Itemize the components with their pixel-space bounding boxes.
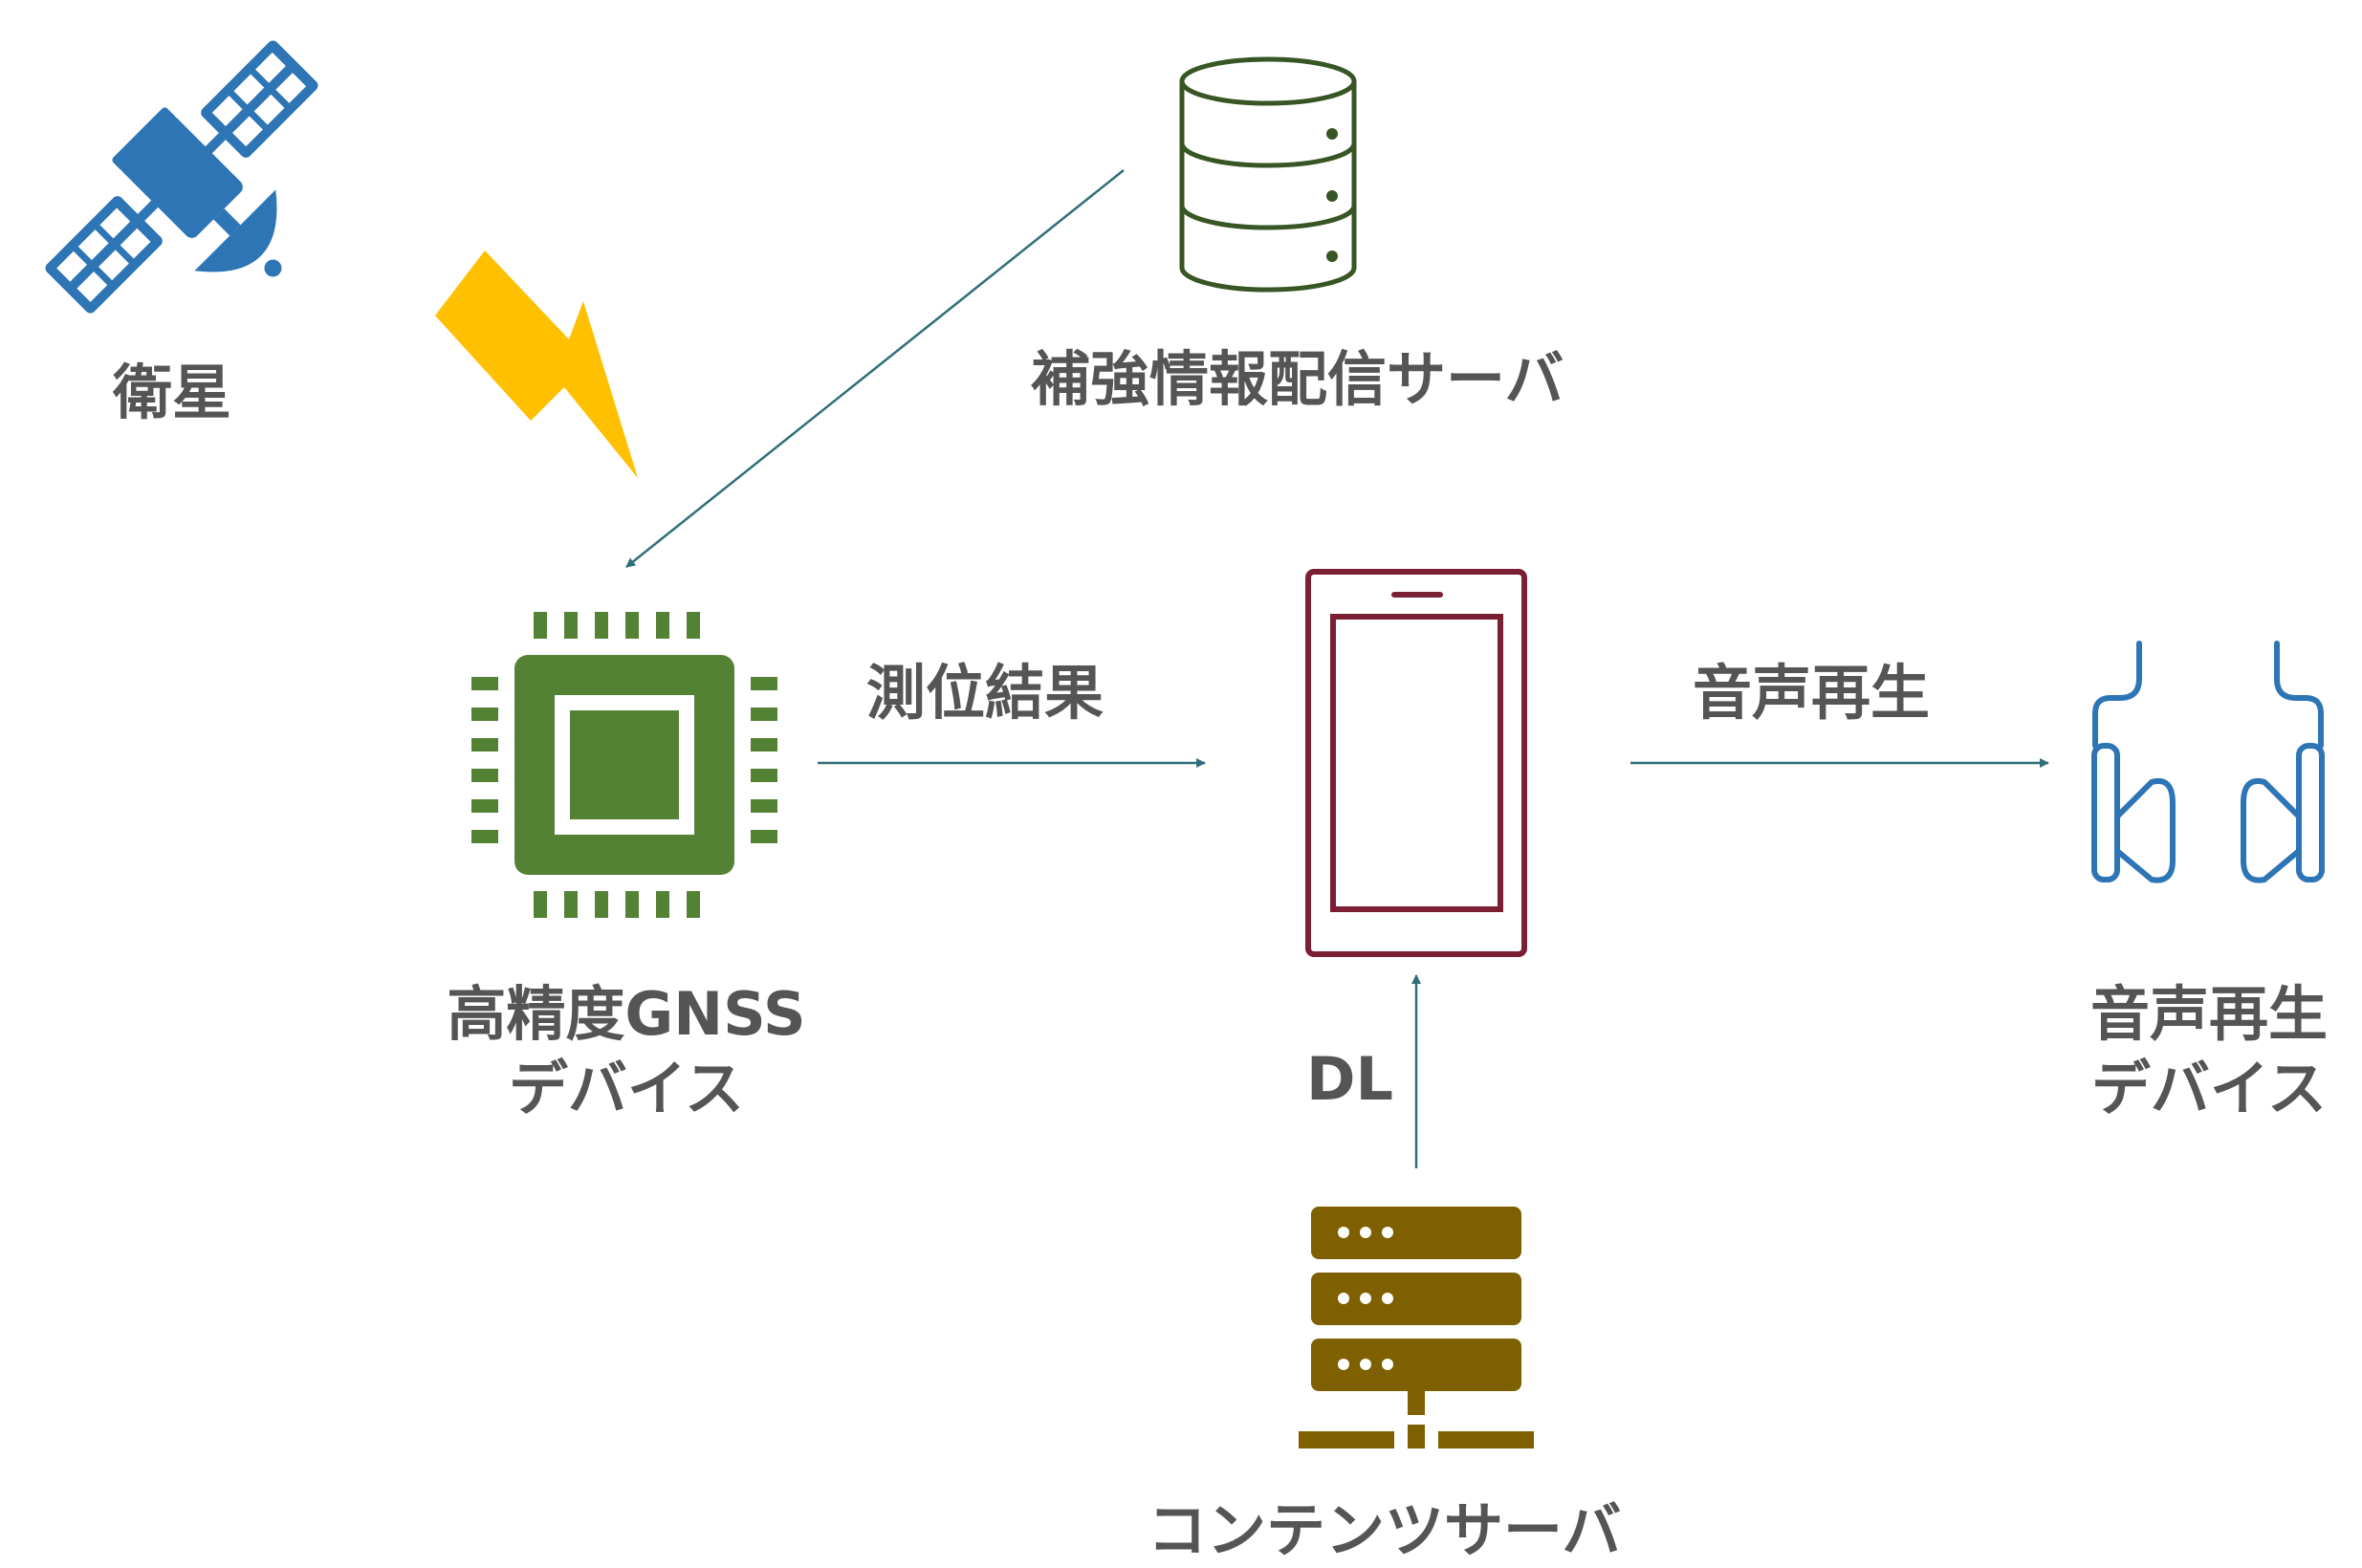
- audio-device-label: 音声再生 デバイス: [2056, 977, 2362, 1125]
- gnss-device-label-line2: デバイス: [508, 1053, 745, 1123]
- satellite-icon: [45, 40, 318, 314]
- smartphone-icon: [1305, 569, 1527, 957]
- server-rack-icon: [1299, 1207, 1534, 1448]
- chip-icon: [471, 612, 777, 918]
- earphones-icon: [2091, 641, 2325, 883]
- audio-device-label-line2: デバイス: [2090, 1053, 2328, 1123]
- satellite-label: 衛星: [113, 358, 232, 427]
- lightning-icon: [435, 250, 638, 478]
- positioning-edge-label: 測位結果: [866, 658, 1104, 728]
- augmentation-server-label: 補強情報配信サーバ: [1031, 344, 1564, 414]
- content-server-label: コンテンツサーバ: [1148, 1495, 1622, 1565]
- server-to-gnss-arrow: [625, 169, 1125, 568]
- gnss-device-label: 高精度GNSS デバイス: [421, 977, 832, 1125]
- gnss-device-label-line1: 高精度GNSS: [447, 979, 806, 1049]
- audio-device-label-line1: 音声再生: [2089, 979, 2328, 1049]
- database-icon: [1179, 56, 1357, 293]
- download-edge-label: DL: [1306, 1044, 1393, 1114]
- playback-edge-label: 音声再生: [1693, 658, 1931, 728]
